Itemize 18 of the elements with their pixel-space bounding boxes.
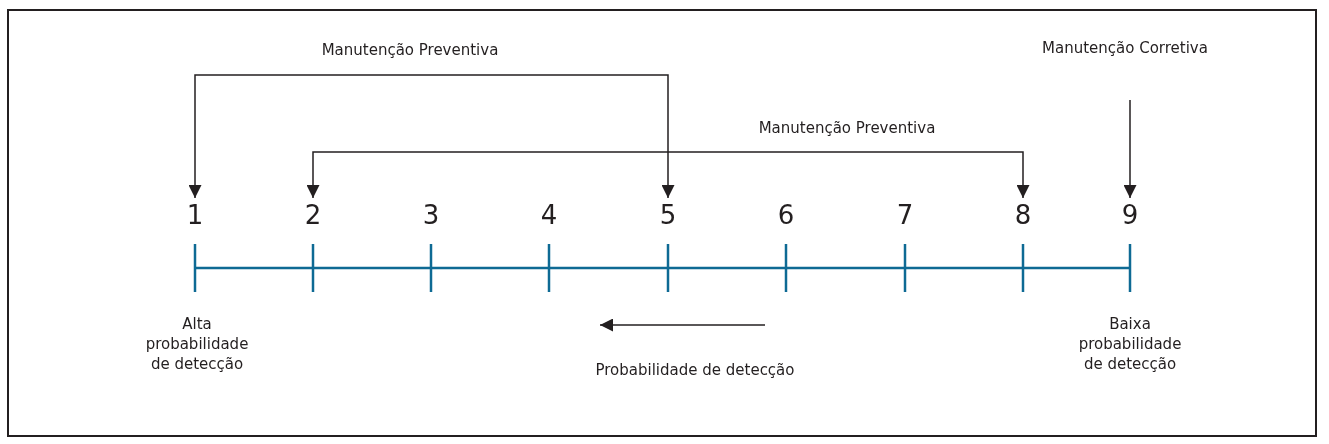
edge-label: Manutenção Preventiva [320,40,500,60]
bracket-arrow [306,151,1030,199]
maintenance-label: Manutenção Corretiva [1040,38,1210,58]
scale-number: 3 [411,198,451,232]
bracket-arrow [1123,99,1137,199]
scale-number: 6 [766,198,806,232]
scale-note: Baixa probabilidade de detecção [1077,314,1183,374]
scale-number: 2 [293,198,333,232]
scale-note: Probabilidade de detecção [594,360,796,380]
scale-note: Alta probabilidade de detecção [144,314,250,374]
scale-number: 5 [648,198,688,232]
scale-number: 8 [1003,198,1043,232]
scale-number: 1 [175,198,215,232]
scale-number: 9 [1110,198,1150,232]
scale-number: 7 [885,198,925,232]
edge-label: Manutenção Preventiva [757,118,937,138]
bracket-arrow [188,74,675,199]
scale-number: 4 [529,198,569,232]
